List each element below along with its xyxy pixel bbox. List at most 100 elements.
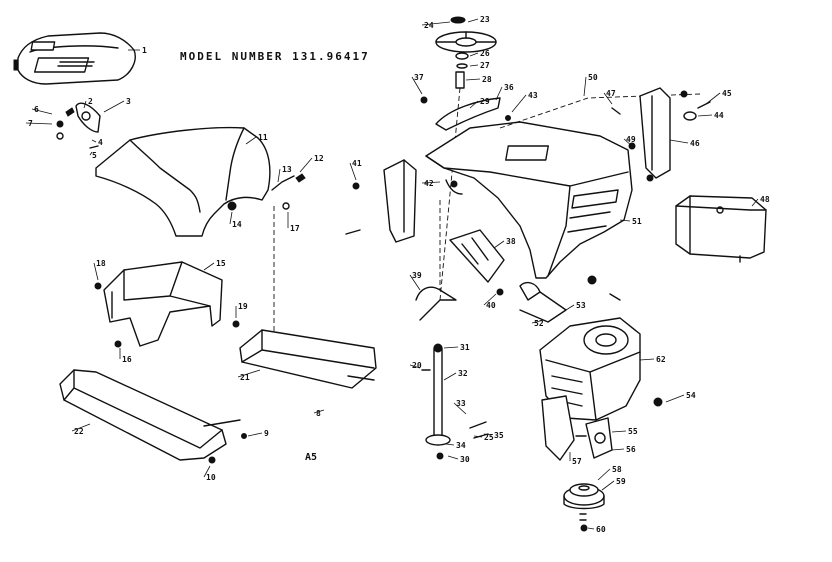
callout-leader-11 [245, 136, 257, 145]
callout-9: 9 [264, 429, 269, 438]
callout-41: 41 [352, 159, 362, 168]
callout-leader-8 [313, 409, 325, 414]
callout-15: 15 [216, 259, 226, 268]
callout-leader-33 [453, 402, 467, 415]
callout-leader-55 [611, 430, 627, 433]
callout-leader-25 [473, 435, 483, 438]
callout-leader-60 [587, 527, 595, 530]
callout-38: 38 [506, 237, 516, 246]
callout-leader-41 [349, 162, 357, 181]
callout-leader-52 [531, 319, 545, 324]
callout-leader-29 [469, 100, 479, 109]
callout-leader-30 [447, 455, 459, 460]
callout-56: 56 [626, 445, 636, 454]
part-bracket-small [519, 275, 621, 323]
part-seat [13, 32, 136, 85]
callout-leader-43 [511, 94, 527, 113]
callout-7: 7 [28, 119, 33, 128]
callout-62: 62 [656, 355, 666, 364]
callout-leader-46 [669, 139, 689, 144]
callout-leader-27 [469, 64, 479, 67]
callout-20: 20 [412, 361, 422, 370]
callout-28: 28 [482, 75, 492, 84]
callout-6: 6 [34, 105, 39, 114]
part-muffler [675, 195, 767, 263]
callout-leader-51 [619, 219, 631, 222]
callout-leader-34 [445, 443, 455, 446]
part-hood [420, 93, 701, 290]
callout-17: 17 [290, 224, 300, 233]
part-seat-bracket [56, 102, 101, 149]
model-number-title: MODEL NUMBER 131.96417 [180, 50, 370, 63]
part-frame-support [94, 261, 240, 348]
callout-leader-4 [91, 139, 97, 143]
callout-13: 13 [282, 165, 292, 174]
callout-leader-7 [25, 122, 53, 125]
callout-leader-9 [247, 432, 263, 437]
callout-leader-39 [409, 274, 421, 291]
callout-46: 46 [690, 139, 700, 148]
callout-4: 4 [98, 138, 103, 147]
callout-leader-45 [705, 92, 721, 105]
callout-31: 31 [460, 343, 470, 352]
callout-leader-5 [89, 151, 93, 156]
callout-54: 54 [686, 391, 696, 400]
callout-30: 30 [460, 455, 470, 464]
callout-leader-2 [83, 100, 87, 109]
callout-leader-56 [611, 448, 625, 451]
callout-leader-32 [443, 372, 457, 381]
callout-leader-31 [443, 346, 459, 349]
callout-3: 3 [126, 97, 131, 106]
callout-12: 12 [314, 154, 324, 163]
callout-leader-3 [103, 100, 125, 113]
callout-leader-21 [237, 369, 261, 378]
callout-45: 45 [722, 89, 732, 98]
callout-33: 33 [456, 399, 466, 408]
part-floor-pan [239, 329, 377, 389]
callout-22: 22 [74, 427, 84, 436]
callout-32: 32 [458, 369, 468, 378]
callout-1: 1 [142, 46, 147, 55]
callout-leader-20 [409, 364, 421, 369]
callout-23: 23 [480, 15, 490, 24]
callout-49: 49 [626, 135, 636, 144]
callout-leader-50 [583, 76, 587, 97]
callout-leader-35 [483, 433, 493, 436]
callout-52: 52 [534, 319, 544, 328]
callout-55: 55 [628, 427, 638, 436]
callout-35: 35 [494, 431, 504, 440]
callout-18: 18 [96, 259, 106, 268]
part-headlight-bracket [611, 87, 711, 182]
part-steering-wheel [435, 16, 497, 301]
callout-37: 37 [414, 73, 424, 82]
callout-40: 40 [486, 301, 496, 310]
callout-43: 43 [528, 91, 538, 100]
callout-11: 11 [258, 133, 268, 142]
part-main-frame-rail [59, 369, 247, 464]
part-steering-shaft [421, 343, 489, 460]
callout-leader-15 [203, 262, 215, 271]
callout-14: 14 [232, 220, 242, 229]
callout-58: 58 [612, 465, 622, 474]
callout-27: 27 [480, 61, 490, 70]
callout-24: 24 [424, 21, 434, 30]
callout-47: 47 [606, 89, 616, 98]
callout-leader-24 [421, 21, 451, 26]
diagram-code: A5 [305, 452, 318, 463]
part-grille [415, 229, 505, 321]
part-rear-fender [95, 126, 306, 340]
callout-leader-42 [421, 181, 441, 184]
callout-25: 25 [484, 433, 494, 442]
callout-leader-13 [277, 168, 281, 183]
callout-29: 29 [480, 97, 490, 106]
callout-2: 2 [88, 97, 93, 106]
callout-8: 8 [316, 409, 321, 418]
callout-16: 16 [122, 355, 132, 364]
callout-36: 36 [504, 83, 514, 92]
callout-leader-38 [493, 240, 505, 249]
callout-leader-53 [565, 304, 575, 311]
callout-leader-58 [597, 468, 611, 481]
